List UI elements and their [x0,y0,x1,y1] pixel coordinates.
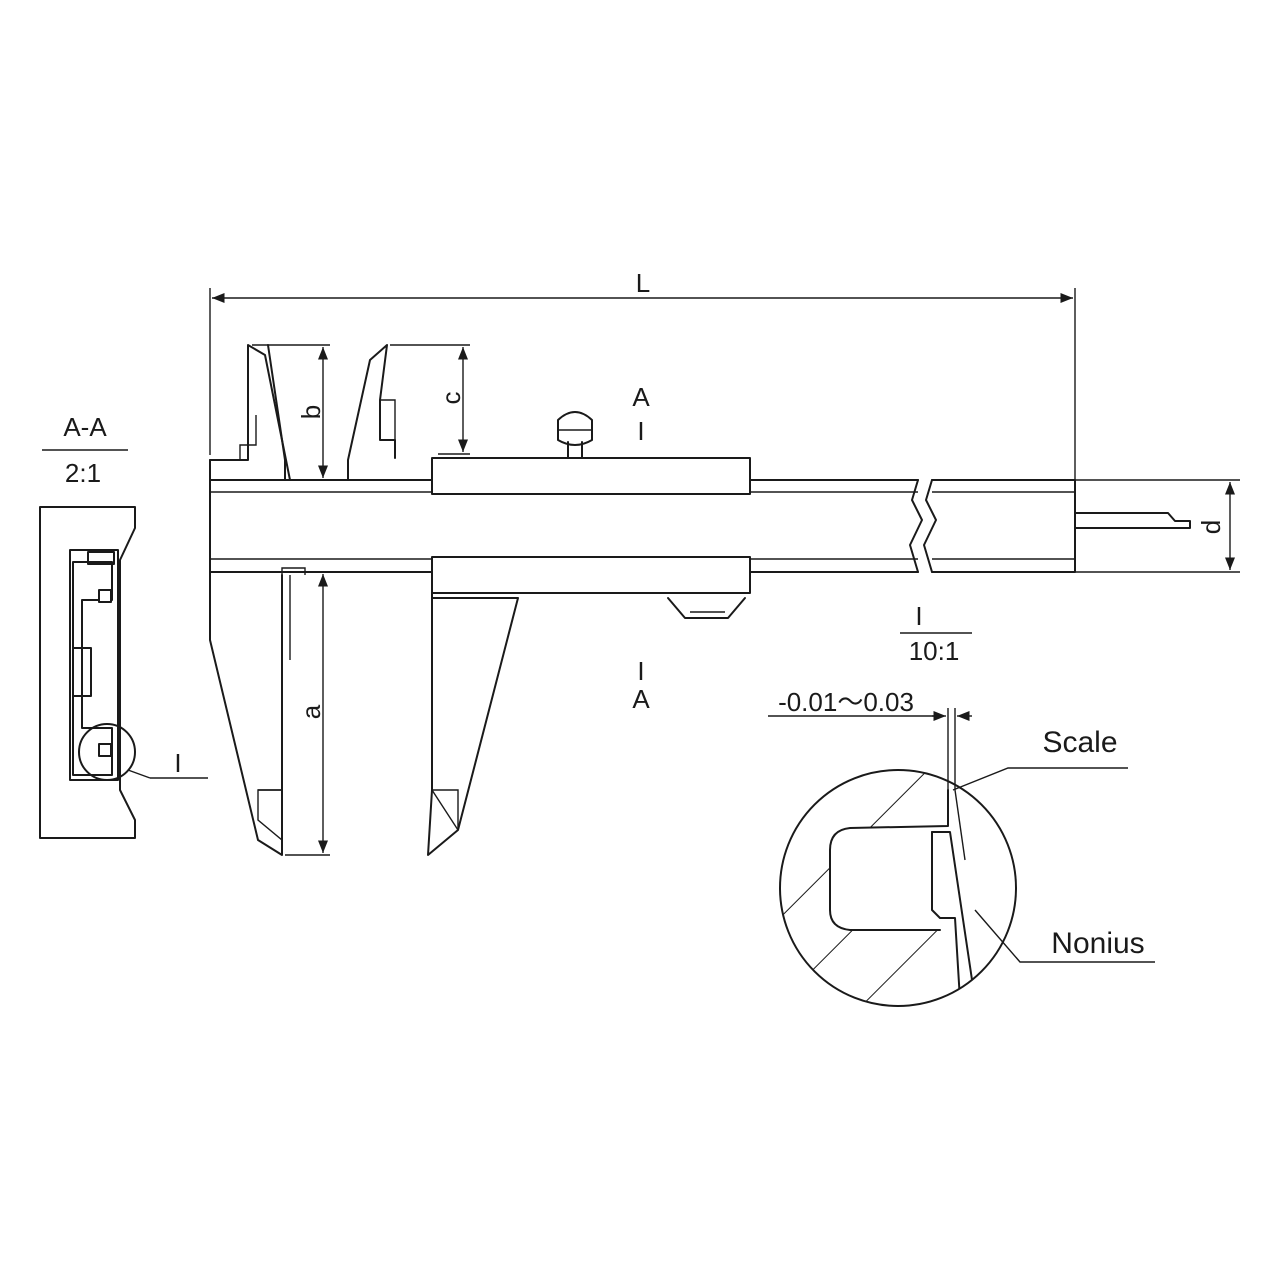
dimension-lines [209,288,1240,856]
caliper-body [209,344,1191,856]
dimension-label-d: d [1196,520,1226,534]
section-scale: 2:1 [65,458,101,488]
dimension-label-L: L [636,268,650,298]
detail-view: I 10:1 -0.01～0.03 Scale Nonius [768,601,1155,1007]
dimension-label-a: a [296,704,326,719]
section-marker-bottom-letter: A [632,684,650,714]
section-view: A-A 2:1 I [39,412,208,839]
section-title: A-A [63,412,107,442]
detail-scale: 10:1 [909,636,960,666]
section-marker-bottom-tick: I [637,656,644,686]
section-marker-top-tick: I [637,416,644,446]
nonius-callout: Nonius [1051,927,1144,960]
tolerance-label: -0.01～0.03 [778,687,914,717]
dimension-label-c: c [436,392,466,405]
section-marker-top-letter: A [632,382,650,412]
detail-title: I [915,601,922,631]
detail-reference-label: I [174,748,181,778]
scale-callout: Scale [1042,726,1117,759]
dimension-label-b: b [296,405,326,419]
